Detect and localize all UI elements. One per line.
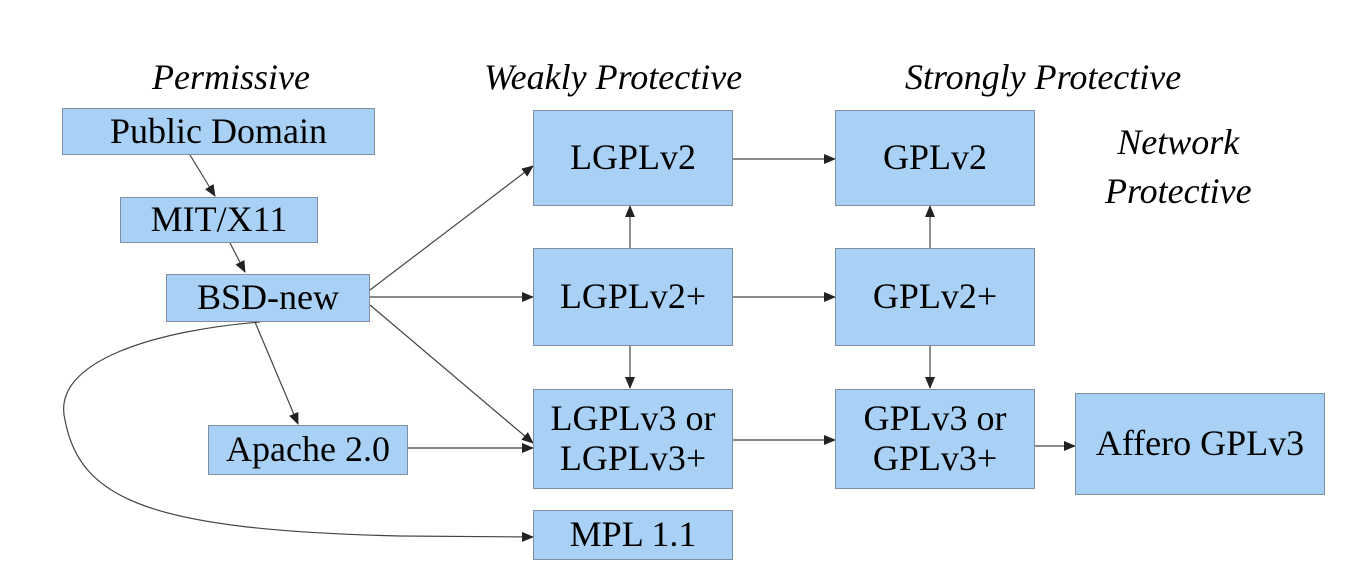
edge-bsd-to-apache <box>254 321 299 425</box>
node-mit-x11-label: MIT/X11 <box>150 199 288 240</box>
node-lgplv3: LGPLv3 or LGPLv3+ <box>533 389 733 489</box>
edge-mit-to-bsd <box>229 242 246 273</box>
node-bsd-new: BSD-new <box>166 274 370 322</box>
node-gplv2-plus-label: GPLv2+ <box>872 276 998 317</box>
node-mpl: MPL 1.1 <box>533 510 733 560</box>
category-network-protective: Network Protective <box>1105 118 1252 215</box>
node-apache-label: Apache 2.0 <box>226 429 390 470</box>
edge-bsd-to-lgplv2 <box>369 165 534 291</box>
node-public-domain-label: Public Domain <box>110 110 327 151</box>
node-gplv3: GPLv3 or GPLv3+ <box>835 389 1035 489</box>
node-gplv2-plus: GPLv2+ <box>835 248 1035 346</box>
category-network-protective-line1: Network <box>1117 122 1240 162</box>
node-affero-gplv3: Affero GPLv3 <box>1075 393 1325 495</box>
edge-bsd-to-lgplv3 <box>369 304 534 444</box>
category-weakly-protective: Weakly Protective <box>484 57 743 97</box>
category-network-protective-line2: Protective <box>1105 170 1252 211</box>
node-apache: Apache 2.0 <box>208 425 408 475</box>
node-gplv3-label-line2: GPLv3+ <box>872 438 998 478</box>
node-lgplv2-label: LGPLv2 <box>570 137 696 178</box>
node-mit-x11: MIT/X11 <box>120 197 318 243</box>
node-lgplv3-label-line2: LGPLv3+ <box>559 438 707 478</box>
node-public-domain: Public Domain <box>62 108 375 155</box>
node-gplv2: GPLv2 <box>835 110 1035 206</box>
category-strongly-protective: Strongly Protective <box>905 57 1182 97</box>
edge-public-domain-to-mit <box>189 154 216 197</box>
node-affero-gplv3-label: Affero GPLv3 <box>1095 423 1305 464</box>
node-mpl-label: MPL 1.1 <box>569 514 697 555</box>
edge-bsd-to-mpl <box>63 321 534 542</box>
node-lgplv2-plus-label: LGPLv2+ <box>559 276 707 317</box>
node-gplv3-label-line1: GPLv3 or <box>863 398 1007 439</box>
node-lgplv3-label-line1: LGPLv3 or <box>550 398 716 439</box>
node-lgplv2-plus: LGPLv2+ <box>533 248 733 346</box>
category-permissive: Permissive <box>152 57 310 97</box>
node-gplv2-label: GPLv2 <box>882 137 987 178</box>
node-lgplv2: LGPLv2 <box>533 110 733 206</box>
node-bsd-new-label: BSD-new <box>197 277 339 318</box>
